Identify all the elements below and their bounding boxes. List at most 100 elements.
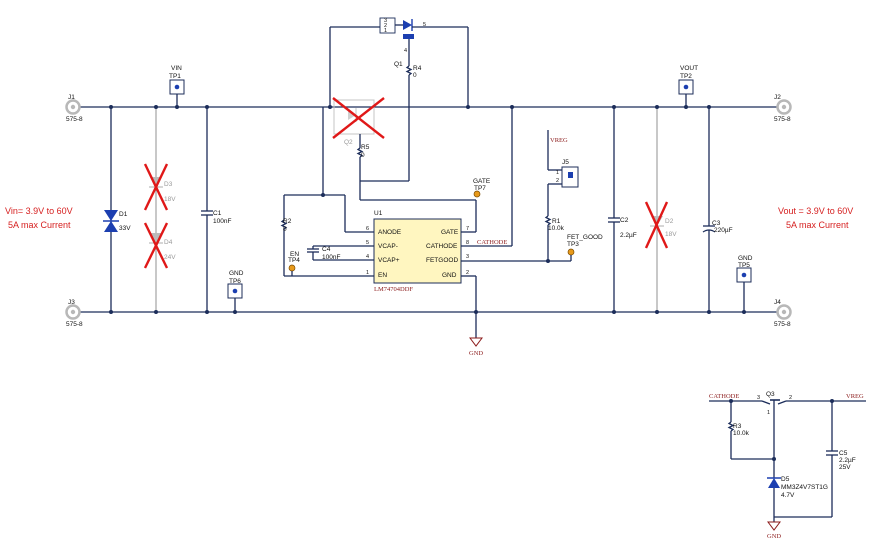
ic-u1: U1 ANODE 6 VCAP- 5 VCAP+ 4 EN 1 GATE 7 C…: [366, 210, 469, 293]
d5-ref: D5: [781, 476, 790, 483]
fetgood-net: VREG: [461, 130, 568, 262]
u1-gnd-net: GND: [461, 275, 483, 357]
testpoint-tp3: FET_GOOD TP3: [548, 234, 603, 262]
tp5-ref: TP5: [738, 262, 750, 269]
vreg-circuit: CATHODE R3 10.0k Q3 3 2 1 VREG D5 MM3Z4V…: [709, 391, 866, 540]
c3-value: 220µF: [714, 227, 733, 234]
r3-ref: R3: [733, 423, 742, 430]
q2-ref: Q2: [344, 139, 353, 146]
diode-d1: D1 33V: [103, 107, 131, 312]
j4-part: 575-8: [774, 321, 791, 328]
u1-pin-gnd: GND: [442, 272, 457, 279]
resistor-r2: R2 0: [280, 195, 374, 277]
r1-ref: R1: [552, 218, 561, 225]
capacitor-c2: C2 2.2µF: [608, 107, 637, 312]
connector-j4: J4 575-8: [774, 299, 792, 328]
q3-ref: Q3: [766, 391, 775, 398]
resistor-r4: R4 0: [405, 39, 422, 181]
gate-net: [359, 181, 477, 233]
d4-ref: D4: [164, 239, 173, 246]
u1-pin-vcap-plus: VCAP+: [378, 257, 400, 264]
r2-ref: R2: [283, 218, 292, 225]
r4-value: 0: [413, 72, 417, 79]
q1-pin-2: 2: [384, 23, 387, 29]
tp1-name: VIN: [171, 65, 182, 72]
u1-pin-8: 8: [466, 240, 469, 246]
tp6-ref: TP6: [229, 278, 241, 285]
capacitor-c1: C1 100nF: [201, 107, 231, 312]
tp7-ref: TP7: [474, 185, 486, 192]
testpoint-tp1: VIN TP1: [169, 65, 185, 107]
tp5-name: GND: [738, 255, 753, 262]
j3-part: 575-8: [66, 321, 83, 328]
u1-pin-6: 6: [366, 226, 369, 232]
tp7-name: GATE: [473, 178, 491, 185]
q1-ref: Q1: [394, 61, 403, 68]
gnd-label-bottom: GND: [767, 533, 781, 540]
j1-part: 575-8: [66, 116, 83, 123]
cathode-label: CATHODE: [477, 239, 507, 246]
d3-ref: D3: [164, 181, 173, 188]
vin-note: Vin= 3.9V to 60V: [5, 206, 73, 216]
q3-pin3: 3: [757, 395, 760, 401]
tp2-name: VOUT: [680, 65, 698, 72]
d4-value: 24V: [164, 254, 176, 261]
rail-wires: [76, 106, 781, 313]
diode-d3-d4-removed: D3 18V D4 24V: [143, 107, 176, 312]
tp6-name: GND: [229, 270, 244, 277]
tp4-name: EN: [290, 251, 299, 258]
vreg-label-top: VREG: [550, 137, 568, 144]
u1-pin-5: 5: [366, 240, 369, 246]
u1-pin-1: 1: [366, 270, 369, 276]
j5-ref: J5: [562, 159, 569, 166]
q1-pin-5: 5: [423, 22, 426, 28]
tp2-ref: TP2: [680, 73, 692, 80]
j3-ref: J3: [68, 299, 75, 306]
vreg-label-bottom: VREG: [846, 393, 864, 400]
j2-part: 575-8: [774, 116, 791, 123]
r3-value: 10.0k: [733, 430, 750, 437]
r1-value: 10.0k: [548, 225, 565, 232]
connector-j2: J2 575-8: [774, 94, 792, 123]
j4-ref: J4: [774, 299, 781, 306]
d1-ref: D1: [119, 211, 128, 218]
q1-pin-1: 1: [384, 28, 387, 34]
tp3-ref: TP3: [567, 241, 579, 248]
u1-part: LM74704DDF: [374, 286, 413, 293]
j1-ref: J1: [68, 94, 75, 101]
tp3-name: FET_GOOD: [567, 234, 603, 241]
connector-j1: J1 575-8: [65, 94, 83, 123]
u1-pin-vcap-minus: VCAP-: [378, 243, 398, 250]
c4-value: 100nF: [322, 254, 340, 261]
d5-value: 4.7V: [781, 492, 795, 499]
q1-pin-3: 3: [384, 18, 387, 24]
r2-value: 0: [283, 226, 287, 233]
diode-d2-removed: D2 18V: [644, 107, 677, 312]
u1-pin-gate: GATE: [441, 229, 459, 236]
u1-pin-anode: ANODE: [378, 229, 402, 236]
c5-voltage: 25V: [839, 464, 851, 471]
c5-ref: C5: [839, 450, 848, 457]
d3-value: 18V: [164, 196, 176, 203]
q1-pin-4: 4: [404, 48, 407, 54]
testpoint-tp5: GND TP5: [736, 255, 753, 312]
testpoint-tp6: GND TP6: [227, 270, 244, 312]
capacitor-c4: C4 100nF: [307, 245, 374, 261]
c1-value: 100nF: [213, 218, 231, 225]
c4-ref: C4: [322, 246, 331, 253]
gnd-label-main: GND: [469, 350, 483, 357]
u1-pin-cathode: CATHODE: [426, 243, 458, 250]
u1-pin-4: 4: [366, 254, 369, 260]
j5-pin2: 2: [556, 178, 559, 184]
d1-value: 33V: [119, 225, 131, 232]
u1-pin-2: 2: [466, 270, 469, 276]
q3-pin2: 2: [789, 395, 792, 401]
r5-ref: R5: [361, 144, 370, 151]
d5-part: MM3Z4V7ST1G: [781, 484, 828, 491]
testpoint-tp4: EN TP4: [288, 251, 300, 276]
u1-ref: U1: [374, 210, 383, 217]
c3-ref: C3: [712, 220, 721, 227]
vout-note: Vout = 3.9V to 60V: [778, 206, 853, 216]
vout-current-note: 5A max Current: [786, 220, 849, 230]
